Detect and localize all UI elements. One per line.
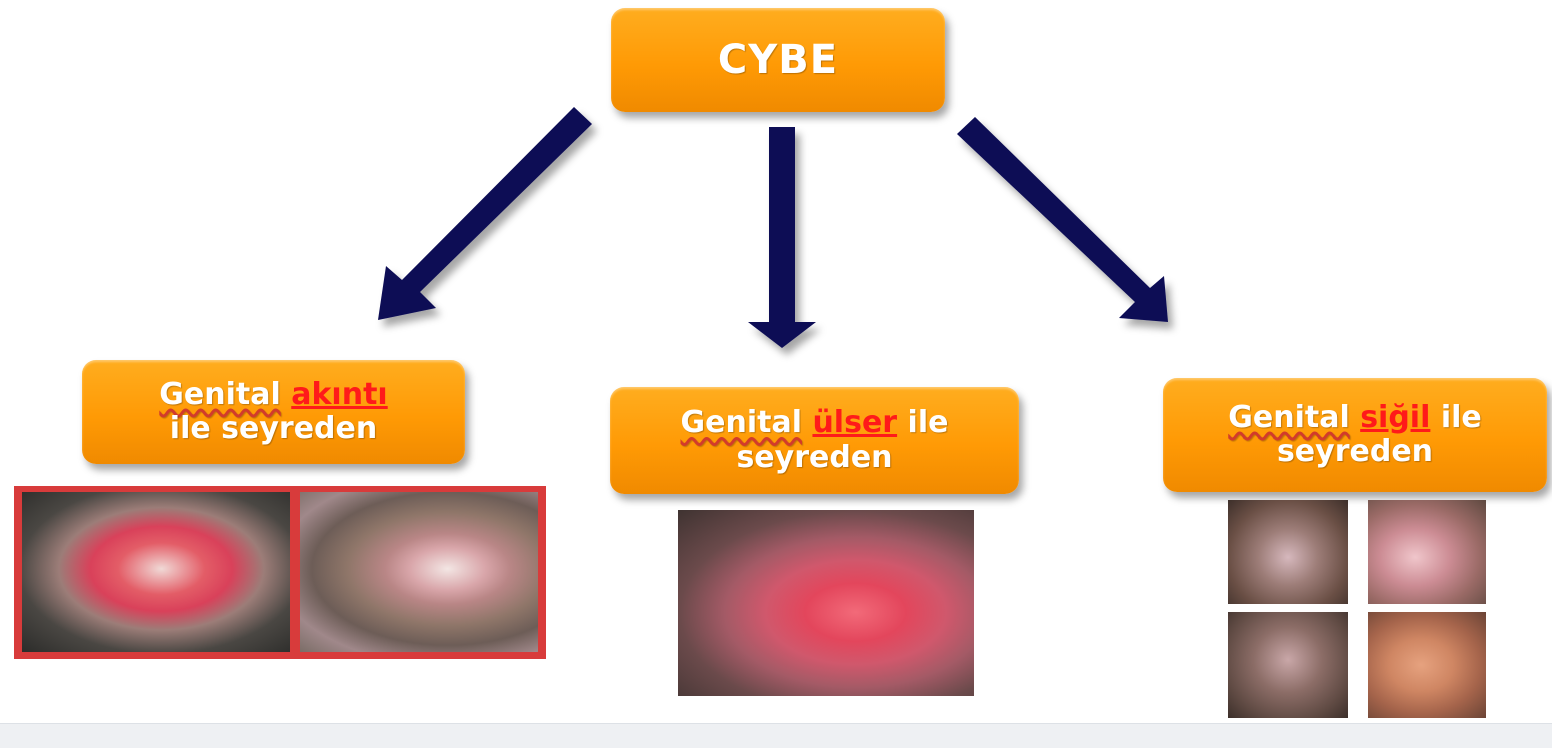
category-prefix: Genital [1228, 400, 1349, 435]
category-line1: Genital siğil ile [1228, 401, 1482, 436]
clinical-photo-wart-3 [1228, 612, 1348, 718]
category-box-wart: Genital siğil ile seyreden [1163, 378, 1547, 492]
arrow-left [378, 107, 592, 320]
category-line2: seyreden [736, 441, 892, 476]
category-suffix: ile [1441, 400, 1482, 435]
arrow-right [957, 117, 1168, 322]
category-line2: seyreden [1277, 435, 1433, 470]
title-text: CYBE [718, 37, 838, 83]
category-line1: Genital akıntı [159, 378, 387, 413]
category-line2: ile seyreden [170, 412, 377, 447]
clinical-photo-wart-1 [1228, 500, 1348, 604]
category-suffix: ile [908, 405, 949, 440]
title-box: CYBE [611, 8, 945, 112]
category-line1: Genital ülser ile [681, 406, 949, 441]
category-highlight: ülser [812, 405, 897, 440]
category-box-discharge: Genital akıntı ile seyreden [82, 360, 465, 464]
category-prefix: Genital [681, 405, 802, 440]
clinical-photo-wart-2 [1368, 500, 1486, 604]
footer-bar [0, 723, 1552, 748]
clinical-photo-discharge-1 [22, 492, 290, 652]
clinical-photo-ulcer [678, 510, 974, 696]
category-highlight: akıntı [291, 377, 387, 412]
arrow-middle [748, 127, 816, 348]
clinical-photo-wart-4 [1368, 612, 1486, 718]
category-box-ulcer: Genital ülser ile seyreden [610, 387, 1019, 494]
category-prefix: Genital [159, 377, 280, 412]
clinical-photo-discharge-2 [300, 492, 538, 652]
category-highlight: siğil [1360, 400, 1430, 435]
